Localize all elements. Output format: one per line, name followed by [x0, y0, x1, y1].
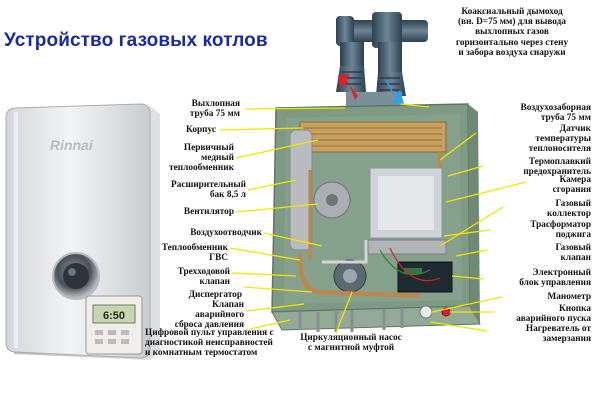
label-combustion-chamber: Камера сгорания	[552, 175, 591, 196]
label-fan: Вентилятор	[183, 207, 234, 217]
label-expansion-tank: Расширительный бак 8,5 л	[171, 180, 246, 201]
label-exhaust-pipe: Выхлопная труба 75 мм	[189, 99, 240, 120]
label-three-way-valve: Трехходовой клапан	[177, 267, 230, 288]
diagram-title: Устройство газовых котлов	[4, 30, 268, 51]
coaxial-chimney	[336, 12, 428, 110]
label-air-vent: Воздухоотводчик	[190, 228, 262, 238]
label-air-intake-pipe: Воздухозаборная труба 75 мм	[520, 103, 591, 124]
label-body: Корпус	[186, 125, 216, 135]
label-manometer: Манометр	[547, 292, 591, 302]
label-primary-hx: Первичный медный теплообменник	[169, 143, 234, 174]
boiler-closed	[5, 103, 160, 360]
label-control-panel: Цифровой пульт управления с диагностикой…	[145, 328, 274, 359]
thermostat	[85, 295, 143, 355]
brand-logo: Rinnai	[50, 137, 94, 153]
label-temp-sensor: Датчик температуры теплоносителя	[528, 124, 591, 155]
label-control-unit: Электронный блок управления	[519, 268, 591, 289]
label-thermal-fuse: Термоплавкий предохранитель	[523, 157, 591, 178]
label-dhw-hx: Теплообменник ГВС	[161, 243, 228, 264]
label-ignition-transformer: Трасформатор поджига	[530, 220, 591, 241]
leader-lines	[219, 103, 527, 334]
label-dispenser: Диспергатор	[188, 290, 242, 300]
label-relief-valve: Клапан аварийного сброса давления	[174, 300, 244, 331]
label-circ-pump: Циркуляционный насос с магнитной муфтой	[300, 333, 402, 354]
label-freeze-heater: Нагреватель от замерзания	[525, 324, 591, 345]
label-gas-valve: Газовый клапан	[555, 243, 591, 264]
label-chimney: Коаксиальный дымоход (вн. D=75 мм) для в…	[455, 7, 569, 58]
label-gas-manifold: Газовый коллектор	[547, 199, 591, 220]
label-emergency-button: Кнопка аварийного пуска	[516, 304, 591, 325]
boiler-open	[271, 103, 481, 332]
flow-arrows	[338, 74, 404, 104]
thermostat-display: 6:50	[103, 310, 125, 322]
